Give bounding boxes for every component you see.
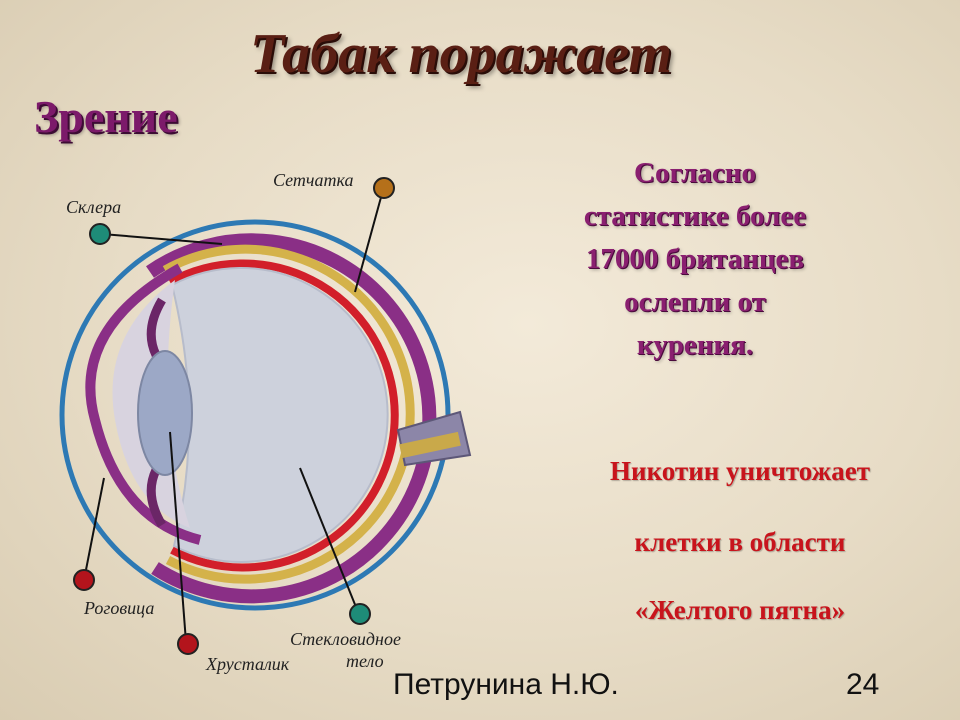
optic-nerve-stripe [399, 431, 461, 459]
label-vitreous-2: тело [346, 651, 384, 671]
nicotine-line: Никотин уничтожает [610, 456, 870, 486]
statistic-text: Согласно статистике более 17000 британце… [530, 152, 860, 367]
cornea-pointer [83, 477, 105, 581]
statistic-line: курения. [636, 329, 754, 361]
vitreous-body [170, 266, 389, 563]
statistic-line: ослепли от [624, 286, 766, 318]
footer-author: Петрунина Н.Ю. [393, 668, 619, 701]
choroid-layer [162, 244, 415, 584]
sclera-marker-icon [89, 223, 111, 245]
label-cornea: Роговица [83, 598, 154, 618]
retina-marker-icon [373, 177, 395, 199]
lens-marker-icon [177, 633, 199, 655]
label-lens: Хрусталик [205, 654, 290, 674]
cornea-marker-icon [73, 569, 95, 591]
slide-subtitle: Зрение [34, 91, 178, 142]
slide-title: Табак поражает [250, 23, 672, 85]
lens-shape [137, 350, 193, 476]
label-vitreous-1: Стекловидное [290, 629, 401, 649]
statistic-line: 17000 британцев [585, 243, 805, 275]
vitreous-marker-icon [349, 603, 371, 625]
lens-pointer [169, 431, 187, 643]
statistic-line: статистике более [583, 200, 807, 232]
sclera-pointer [101, 233, 223, 245]
nicotine-line: клетки в области [634, 527, 846, 557]
retina-pointer [354, 189, 384, 293]
sclera-layer [146, 233, 437, 604]
retina-layer [168, 259, 399, 572]
vitreous-pointer [299, 467, 359, 613]
footer-page-number: 24 [846, 668, 880, 701]
nicotine-line: «Желтого пятна» [634, 595, 846, 625]
iris [146, 297, 166, 528]
label-retina: Сетчатка [273, 170, 353, 190]
label-sclera: Склера [66, 197, 121, 217]
statistic-line: Согласно [634, 157, 756, 189]
